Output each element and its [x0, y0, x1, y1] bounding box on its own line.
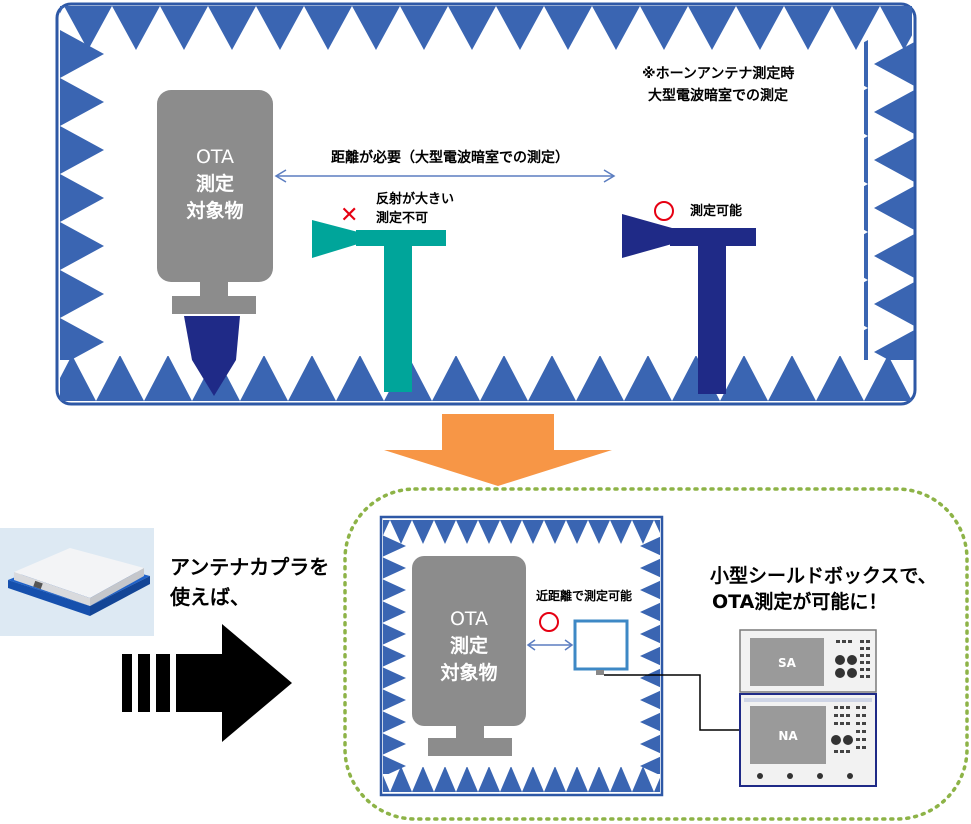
- short-distance-arrow: [526, 639, 574, 651]
- transition-down-arrow: [384, 414, 612, 486]
- distance-label: 距離が必要（大型電波暗室での測定）: [331, 149, 569, 166]
- ota-dut-small: [412, 556, 526, 756]
- horn-antenna-navy: [622, 214, 756, 394]
- distance-arrow: [274, 169, 616, 183]
- ok-circle-icon-small: [539, 612, 559, 632]
- measurable-label: 測定可能: [690, 203, 742, 219]
- ng-cross-icon: ✕: [340, 203, 358, 228]
- horn-antenna-teal: [312, 220, 446, 392]
- absorber-spikes-left: [59, 30, 109, 360]
- dut-label-line3: 対象物: [185, 199, 243, 222]
- horn-note-line2: 大型電波暗室での測定: [648, 87, 788, 104]
- reflection-label-line1: 反射が大きい: [376, 191, 454, 207]
- reflection-label-line2: 測定不可: [376, 210, 428, 226]
- antenna-coupler-photo: [0, 528, 154, 636]
- dut-label-line2: 測定: [196, 172, 234, 195]
- big-right-arrow: [122, 624, 292, 742]
- coupler-antenna-panel: [573, 619, 629, 675]
- spectrum-analyzer-instrument: [739, 629, 877, 693]
- sa-label: SA: [778, 656, 797, 670]
- small-dut-label-line2: 測定: [450, 634, 488, 657]
- coupler-caption-line1: アンテナカプラを: [170, 555, 329, 579]
- near-distance-label: 近距離で測定可能: [536, 588, 632, 603]
- small-dut-label-line3: 対象物: [439, 661, 497, 684]
- coupler-caption-line2: 使えば、: [169, 585, 250, 609]
- ota-dut-large: [157, 90, 273, 396]
- small-dut-label-line1: OTA: [450, 608, 488, 630]
- dut-label-line1: OTA: [196, 146, 234, 168]
- shield-box-frame: [343, 487, 969, 821]
- rf-cable-line: [604, 674, 742, 731]
- absorber-spikes-right: [864, 40, 914, 360]
- ok-circle-icon: [654, 201, 674, 221]
- absorber-spikes-top: [60, 6, 912, 54]
- shield-box-caption-line2: OTA測定が可能に！: [712, 590, 887, 613]
- shield-box-caption-line1: 小型シールドボックスで、: [710, 564, 937, 587]
- na-label: NA: [778, 729, 798, 743]
- network-analyzer-instrument: [739, 693, 877, 787]
- absorber-spikes-bottom: [60, 356, 912, 402]
- dut-stand-cone: [184, 316, 240, 396]
- horn-note-line1: ※ホーンアンテナ測定時: [642, 65, 794, 82]
